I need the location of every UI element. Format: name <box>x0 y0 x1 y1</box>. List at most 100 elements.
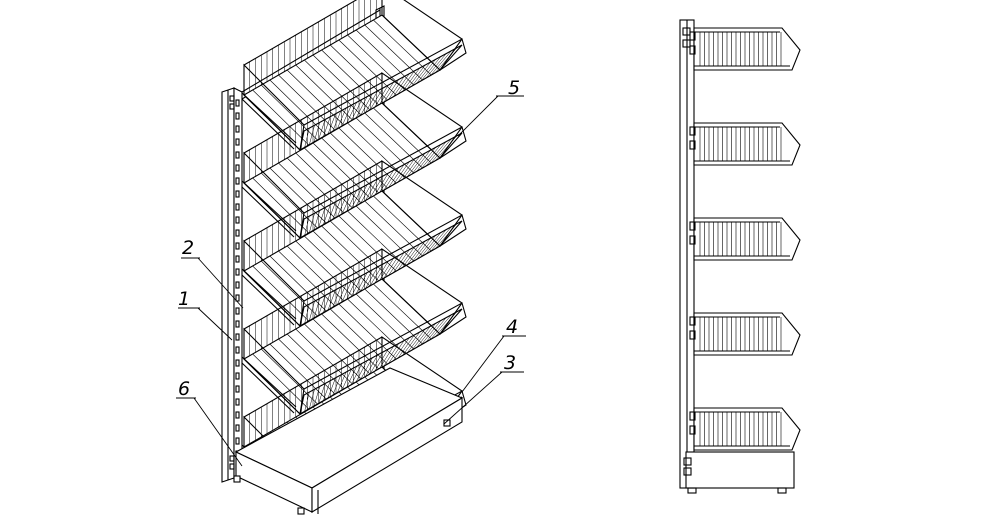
floor-wire <box>269 255 327 312</box>
callout-3: 3 <box>504 352 516 374</box>
basket-end-wall <box>381 159 463 247</box>
upright-hole <box>229 95 235 102</box>
floor-wire <box>373 107 432 164</box>
basket-bracket <box>241 92 297 144</box>
floor-wire <box>252 265 309 322</box>
side-shelves <box>689 27 801 451</box>
wire-basket <box>241 71 467 240</box>
front-wire <box>327 289 336 311</box>
front-wire <box>304 304 310 324</box>
side-hook <box>689 316 696 326</box>
front-wire <box>332 198 342 220</box>
floor-wire <box>278 74 336 131</box>
floor-wire <box>286 69 344 126</box>
front-wire <box>355 360 368 383</box>
floor-wire <box>373 19 432 76</box>
front-wire <box>365 90 378 113</box>
callout-5: 5 <box>508 77 520 99</box>
upright-slot <box>235 424 240 432</box>
side-basket-outline <box>693 122 801 166</box>
front-wire <box>411 238 431 263</box>
upright-slot <box>235 138 240 146</box>
floor-wire <box>347 34 406 91</box>
upright-slot <box>235 320 240 328</box>
upright-slot <box>235 359 240 367</box>
floor-wire <box>269 167 327 224</box>
upright-slot <box>235 99 240 107</box>
floor-wire <box>338 303 397 360</box>
front-wire <box>397 158 415 183</box>
front-wire <box>332 374 342 396</box>
upright-slot <box>235 268 240 276</box>
front-wire <box>393 161 410 185</box>
floor-wire <box>330 308 388 365</box>
floor-wire <box>355 293 414 350</box>
upright-slot <box>235 333 240 341</box>
front-wire <box>407 328 426 353</box>
front-wire <box>411 62 431 87</box>
front-wire <box>318 119 326 140</box>
basket-end-wall <box>381 71 463 159</box>
callout-1: 1 <box>178 288 190 310</box>
floor-wire <box>338 127 397 184</box>
front-wire <box>393 73 410 97</box>
floor-wire <box>286 245 344 302</box>
front-wire <box>425 141 447 167</box>
floor-wire <box>295 240 353 297</box>
front-wire <box>341 281 352 303</box>
front-wire <box>341 105 352 127</box>
front-wire <box>411 326 431 351</box>
side-basket <box>689 217 801 261</box>
front-wire <box>309 389 315 409</box>
front-wire <box>421 232 442 257</box>
floor-wire <box>278 162 336 219</box>
floor-wire <box>252 353 309 410</box>
front-wire <box>332 110 342 132</box>
floor-wire <box>364 200 423 257</box>
floor-wire <box>355 117 414 174</box>
floor-wire <box>295 64 353 121</box>
upright-slot <box>235 281 240 289</box>
front-wire <box>309 125 315 145</box>
front-wire <box>425 53 447 79</box>
front-wire <box>407 64 426 89</box>
upright-slot <box>235 255 240 263</box>
floor-wire <box>261 260 318 317</box>
front-wire <box>430 138 452 164</box>
side-hook <box>689 411 696 421</box>
front-wire <box>407 240 426 265</box>
front-wire <box>393 249 410 273</box>
floor-wire <box>252 177 309 234</box>
front-wire <box>309 301 315 321</box>
callout-6: 6 <box>178 378 190 400</box>
front-wire <box>318 295 326 316</box>
side-basket <box>689 122 801 166</box>
isometric-rack-view <box>176 0 526 515</box>
side-basket-outline <box>693 312 801 356</box>
front-wire <box>421 56 442 81</box>
basket-bracket <box>241 268 297 320</box>
side-hook <box>689 425 696 435</box>
front-wire <box>346 102 357 124</box>
front-wire <box>416 235 436 260</box>
callout-4: 4 <box>506 316 518 338</box>
front-wire <box>365 178 378 201</box>
upright-slot <box>235 385 240 393</box>
front-wire <box>332 286 342 308</box>
upright-slot <box>235 294 240 302</box>
upright-slot <box>235 398 240 406</box>
front-wire <box>393 337 410 361</box>
floor-wire <box>321 225 379 282</box>
floor-wire <box>347 122 406 179</box>
floor-wire <box>355 29 414 86</box>
floor-wire <box>304 59 362 116</box>
side-hook <box>689 31 696 41</box>
side-basket <box>689 312 801 356</box>
front-wire <box>346 190 357 212</box>
basket-bracket <box>241 180 297 232</box>
floor-wire <box>261 172 318 229</box>
floor-wire <box>330 44 388 101</box>
upright-slot <box>235 203 240 211</box>
upright-slot <box>235 177 240 185</box>
